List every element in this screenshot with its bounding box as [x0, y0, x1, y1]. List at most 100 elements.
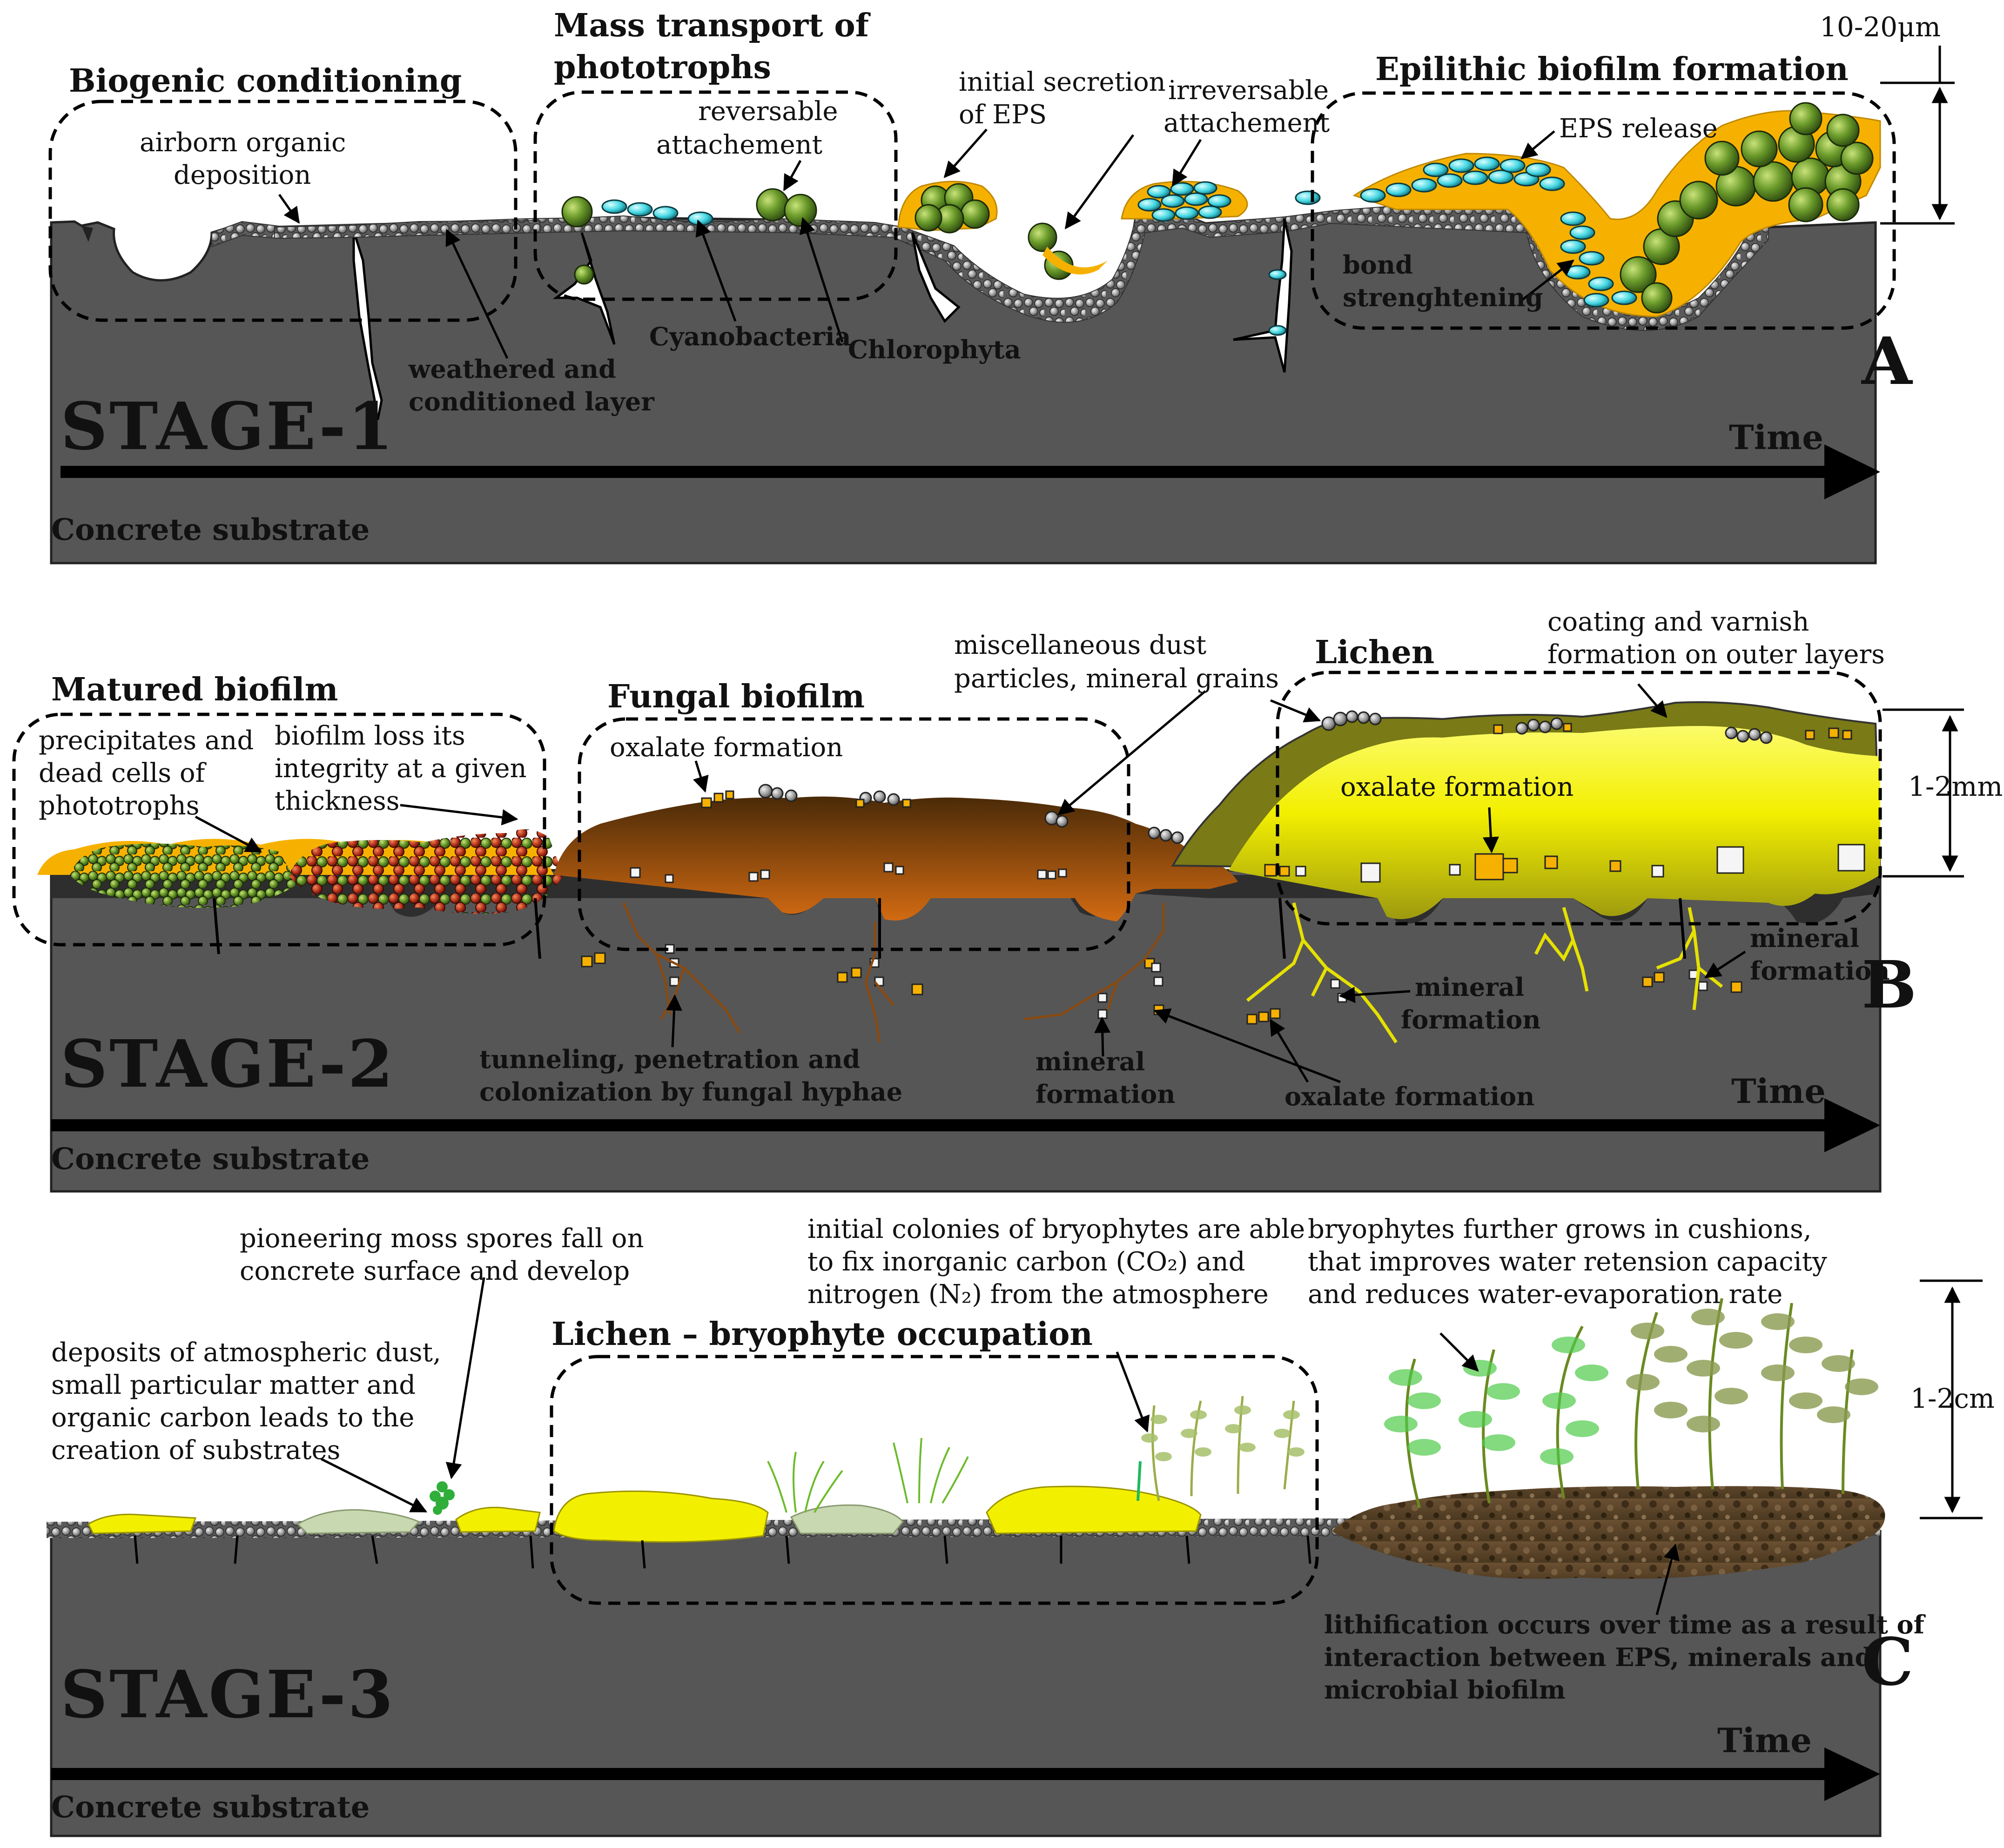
fungal-biofilm	[554, 796, 1238, 921]
label-tunnel-1: tunneling, penetration and	[479, 1044, 860, 1074]
label-deposits-4: creation of substrates	[51, 1435, 340, 1465]
box-lichen	[1276, 671, 1882, 926]
heading-mass-transport-2: phototrophs	[554, 49, 771, 86]
chlorophyta-cells-a1	[561, 188, 817, 285]
label-mineral-a-1: mineral	[1036, 1047, 1145, 1076]
label-mineral-b-1: mineral	[1415, 972, 1524, 1002]
chlorophyta-cells-a3	[1620, 102, 1874, 314]
leaders-b	[195, 683, 1746, 1083]
box-biogenic	[48, 100, 518, 322]
time-arrowhead-b	[1824, 1098, 1880, 1152]
scale-label-a: 10-20μm	[1820, 11, 1941, 43]
panel-letter-a: A	[1861, 323, 1913, 400]
bryophyte-leaves-mid	[1141, 1405, 1305, 1461]
label-deposits-3: organic carbon leads to the	[51, 1403, 414, 1433]
label-initial-eps-1: initial secretion	[959, 67, 1166, 97]
scale-label-c: 1-2cm	[1910, 1383, 1995, 1414]
label-bond-1: bond	[1343, 250, 1413, 280]
crack-3	[911, 232, 961, 323]
label-deposits-2: small particular matter and	[51, 1370, 416, 1400]
cyanobacteria-group-a3	[1295, 156, 1637, 308]
heading-epilithic: Epilithic biofilm formation	[1375, 51, 1849, 88]
label-initial-2: to fix inorganic carbon (CO₂) and	[807, 1247, 1245, 1277]
box-mass-transport	[533, 90, 898, 301]
label-tunnel-2: colonization by fungal hyphae	[479, 1077, 902, 1107]
moss-sprout-small	[430, 1481, 455, 1515]
chlorophyta-cells-a2	[915, 183, 1074, 280]
label-reversable-2: attachement	[656, 130, 823, 160]
label-precip-2: dead cells of	[39, 758, 207, 788]
stage-2-label: STAGE-2	[61, 1026, 395, 1102]
label-loss-1: biofilm loss its	[275, 721, 465, 751]
label-oxalate-top: oxalate formation	[610, 732, 843, 763]
heading-matured: Matured biofilm	[51, 671, 338, 708]
lichen-patches-c	[87, 1485, 1202, 1543]
crack-1	[352, 230, 383, 426]
label-weathered-1: weathered and	[408, 354, 616, 384]
mixed-cells-matured	[289, 829, 563, 914]
label-lith-1: lithification occurs over time as a resu…	[1324, 1610, 1926, 1640]
label-reversable-1: reversable	[698, 96, 838, 127]
panel-b: Matured biofilm Fungal biofilm Lichen pr…	[12, 607, 2003, 1193]
substrate-label-b: Concrete substrate	[51, 1142, 370, 1176]
box-matured	[12, 712, 546, 947]
panel-a: Biogenic conditioning Mass transport of …	[48, 7, 1955, 564]
bryophyte-fronds-large	[1405, 1298, 1854, 1508]
weathered-layer	[211, 198, 1769, 331]
green-cells-matured	[70, 843, 298, 908]
time-label-b: Time	[1731, 1071, 1826, 1111]
label-irreversable-2: attachement	[1163, 108, 1330, 138]
label-pioneer-1: pioneering moss spores fall on	[240, 1223, 644, 1254]
leaders-a	[278, 128, 1574, 359]
label-loss-2: integrity at a given	[275, 753, 527, 784]
label-oxalate-lichen: oxalate formation	[1340, 772, 1574, 802]
time-arrowhead-c	[1824, 1747, 1880, 1801]
leaders-c	[320, 1277, 1680, 1615]
panel-c: Lichen – bryophyte occupation pioneering…	[47, 1214, 1995, 1837]
stage-1-label: STAGE-1	[61, 389, 395, 465]
label-initial-3: nitrogen (N₂) from the atmosphere	[807, 1279, 1269, 1310]
label-coating-1: coating and varnish	[1547, 607, 1809, 637]
heading-lichen-bryophyte: Lichen – bryophyte occupation	[551, 1316, 1093, 1353]
label-weathered-2: conditioned layer	[409, 387, 654, 417]
scale-label-b: 1-2mm	[1908, 771, 2003, 802]
label-bond-2: strenghtening	[1343, 282, 1543, 312]
label-bryo-1: bryophytes further grows in cushions,	[1308, 1214, 1812, 1244]
oxalate-crystals-b	[581, 723, 1852, 1025]
label-cyanobacteria: Cyanobacteria	[649, 322, 851, 351]
substrate-label-a: Concrete substrate	[51, 512, 370, 547]
label-initial-1: initial colonies of bryophytes are able	[807, 1214, 1305, 1244]
cracks-c	[134, 1535, 1311, 1569]
bryophyte-leaves-large	[1384, 1337, 1608, 1465]
label-mineral-c-2: formation	[1750, 956, 1890, 986]
soil-lithified	[1331, 1486, 1885, 1579]
label-precip-1: precipitates and	[39, 726, 254, 756]
label-lith-3: microbial biofilm	[1324, 1675, 1566, 1705]
label-misc-2: particles, mineral grains	[954, 664, 1279, 694]
time-arrowhead-a	[1824, 444, 1880, 499]
eps-pit	[1042, 247, 1108, 275]
label-mineral-b-2: formation	[1401, 1005, 1541, 1035]
lichen-rhizines	[1246, 902, 1723, 1043]
label-mineral-a-2: formation	[1036, 1079, 1176, 1109]
label-deposits-1: deposits of atmospheric dust,	[51, 1337, 441, 1368]
moss-tufts-early	[767, 1438, 969, 1513]
label-loss-3: thickness	[275, 786, 399, 816]
bryophyte-fronds-mid	[1151, 1396, 1295, 1501]
label-airborn-1: airborn organic	[140, 128, 346, 158]
bryophyte-leaves-olive	[1626, 1309, 1878, 1432]
box-epilithic	[1311, 91, 1896, 330]
label-eps-release: EPS release	[1559, 114, 1718, 144]
panel-letter-b: B	[1862, 947, 1917, 1023]
label-chlorophyta: Chlorophyta	[848, 335, 1021, 364]
bryophyte-stem-small	[1136, 1461, 1142, 1501]
heading-fungal: Fungal biofilm	[607, 678, 865, 715]
label-lith-2: interaction between EPS, minerals and	[1324, 1642, 1872, 1672]
heading-biogenic: Biogenic conditioning	[69, 62, 462, 100]
heading-lichen: Lichen	[1315, 634, 1434, 671]
time-label-c: Time	[1717, 1720, 1812, 1760]
cyanobacteria-group-a1	[601, 199, 713, 226]
box-fungal	[578, 717, 1130, 951]
time-label-a: Time	[1729, 417, 1823, 457]
label-precip-3: phototrophs	[39, 791, 200, 821]
